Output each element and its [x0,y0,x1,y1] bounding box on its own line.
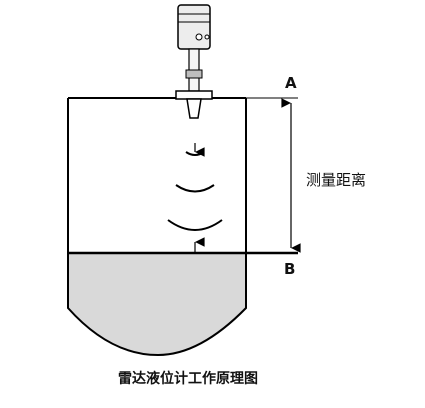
diagram-caption: 雷达液位计工作原理图 [118,370,258,387]
sensor-antenna [186,98,202,119]
distance-label: 测量距离 [306,171,366,189]
wave-1 [185,151,205,156]
wave-3 [167,219,223,231]
label-a: A [285,74,297,92]
liquid-area [68,253,246,355]
tank-outline [67,98,247,357]
radar-sensor [175,4,213,119]
sensor-nut [185,69,203,79]
sensor-cable-gland-icon [195,33,203,41]
label-b: B [284,260,295,278]
wave-2 [175,184,215,193]
sensor-head [177,4,211,50]
radar-waves [167,143,223,252]
sensor-flange [175,90,213,100]
